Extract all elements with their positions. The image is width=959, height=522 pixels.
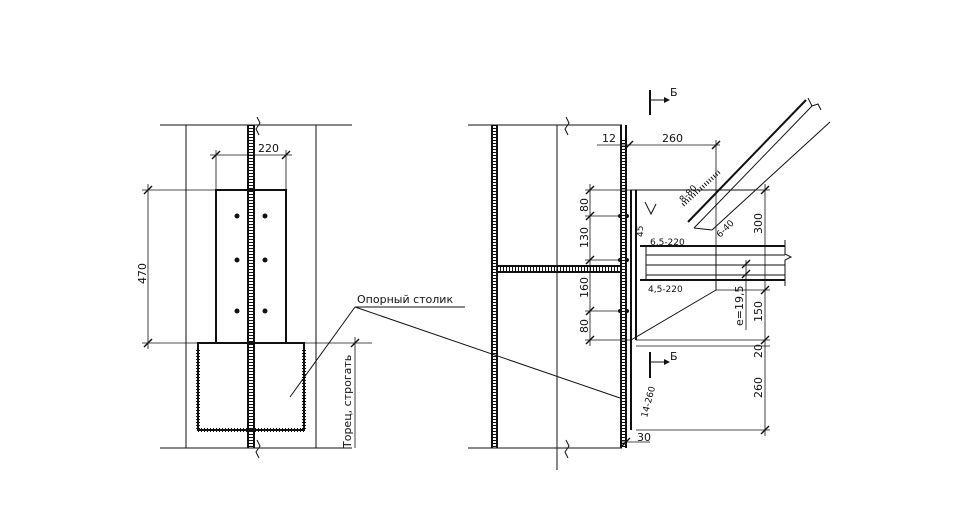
bolt <box>234 213 240 219</box>
plate-label-14-260: 14-260 <box>640 385 658 419</box>
dim-tick <box>760 335 770 345</box>
dim-tick <box>143 185 153 195</box>
plate-label-6-40: 6-40 <box>715 218 737 240</box>
dim-tick <box>760 185 770 195</box>
dim-label-300: 300 <box>752 213 765 234</box>
dim-tick <box>624 140 634 150</box>
dim-label-220: 220 <box>258 142 279 155</box>
dim-tick <box>711 140 721 150</box>
dim-tick <box>281 150 291 160</box>
dim-tick <box>741 259 751 269</box>
brace-edge-inner <box>693 105 813 229</box>
dim-tick <box>741 269 751 279</box>
bolt <box>262 257 268 263</box>
eccentricity-label: e=19,5 <box>733 286 746 326</box>
dim-label-260-top: 260 <box>662 132 683 145</box>
dim-label-30: 30 <box>637 431 651 444</box>
dim-label-80-top: 80 <box>578 198 591 212</box>
break-mark-top <box>564 116 570 136</box>
dim-label-470: 470 <box>136 263 149 284</box>
dim-tick <box>760 425 770 435</box>
dim-tick <box>585 185 595 195</box>
break-mark-bottom <box>255 439 261 459</box>
dim-tick <box>621 437 631 447</box>
dim-tick <box>211 150 221 160</box>
dim-tick <box>350 338 360 348</box>
dim-tick <box>585 306 595 316</box>
break-mark-bottom <box>564 439 570 459</box>
dim-tick <box>585 335 595 345</box>
planed-end-label: Торец, строгать <box>341 355 354 449</box>
bolt <box>234 257 240 263</box>
dim-tick <box>585 211 595 221</box>
beam-break-mark <box>784 240 793 286</box>
callout-leader-left <box>289 306 356 398</box>
weld-leader <box>644 201 657 216</box>
section-mark-bottom-label: Б <box>670 350 678 363</box>
section-mark-top-label: Б <box>670 86 678 99</box>
brace-edge-right <box>711 121 831 231</box>
left-view: 220 470 Торец, строгать Опорный столик <box>136 116 621 459</box>
break-mark-top <box>255 116 261 136</box>
gusset-bottom-edge <box>630 289 717 341</box>
brace-break-mark <box>807 97 822 111</box>
dim-label-130: 130 <box>578 227 591 248</box>
bolt <box>262 308 268 314</box>
bolt <box>625 258 629 262</box>
dim-tick <box>760 285 770 295</box>
callout-leader-right <box>354 306 621 399</box>
dim-label-260-right: 260 <box>752 377 765 398</box>
section-mark-top-arrowhead <box>664 97 670 103</box>
dim-label-20: 20 <box>752 344 765 358</box>
bolt <box>625 214 629 218</box>
dim-tick <box>143 338 153 348</box>
dim-label-150: 150 <box>752 301 765 322</box>
bolt <box>234 308 240 314</box>
brace-end <box>693 227 713 231</box>
section-mark-bottom-arrowhead <box>664 359 670 365</box>
dim-label-80-bottom: 80 <box>578 319 591 333</box>
dim-label-160: 160 <box>578 277 591 298</box>
callout-label: Опорный столик <box>357 293 453 306</box>
dim-label-45: 45 <box>636 226 646 237</box>
right-view: Б Б 12 260 80 130 160 80 45 <box>468 86 831 470</box>
dim-tick <box>585 255 595 265</box>
brace-edge-left <box>687 99 807 223</box>
bolt <box>625 309 629 313</box>
plate-label-4-5-220: 4,5-220 <box>648 285 683 295</box>
bolt <box>262 213 268 219</box>
dim-label-12: 12 <box>602 132 616 145</box>
plate-label-6-5-220: 6,5-220 <box>650 238 685 248</box>
